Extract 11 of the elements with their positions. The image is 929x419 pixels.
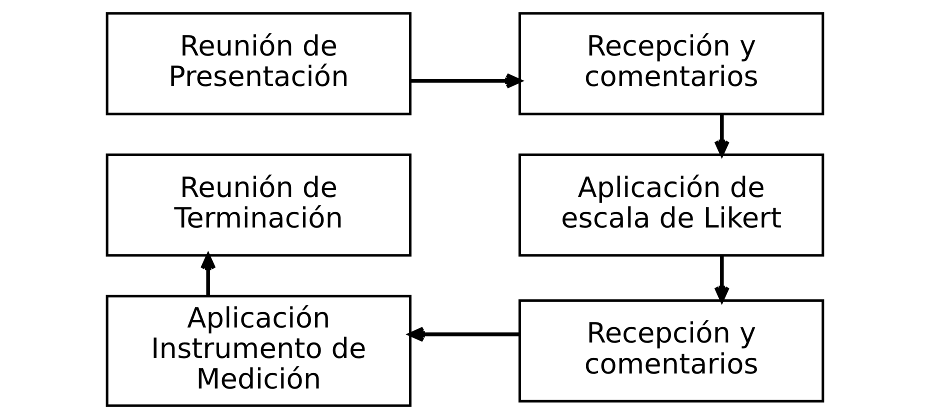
- node-box: Recepción y comentarios: [518, 299, 824, 402]
- arrow: [714, 114, 729, 156]
- arrow: [408, 326, 519, 342]
- node-box: Reunión de Terminación: [105, 153, 411, 257]
- node-box: Recepción y comentarios: [518, 12, 824, 116]
- node-box: Aplicación de escala de Likert: [518, 153, 824, 257]
- node-box: Aplicación Instrumento de Medición: [105, 294, 411, 407]
- arrow: [714, 256, 729, 302]
- node-box: Reunión de Presentación: [105, 12, 411, 116]
- arrow: [410, 73, 522, 88]
- arrow: [200, 254, 216, 296]
